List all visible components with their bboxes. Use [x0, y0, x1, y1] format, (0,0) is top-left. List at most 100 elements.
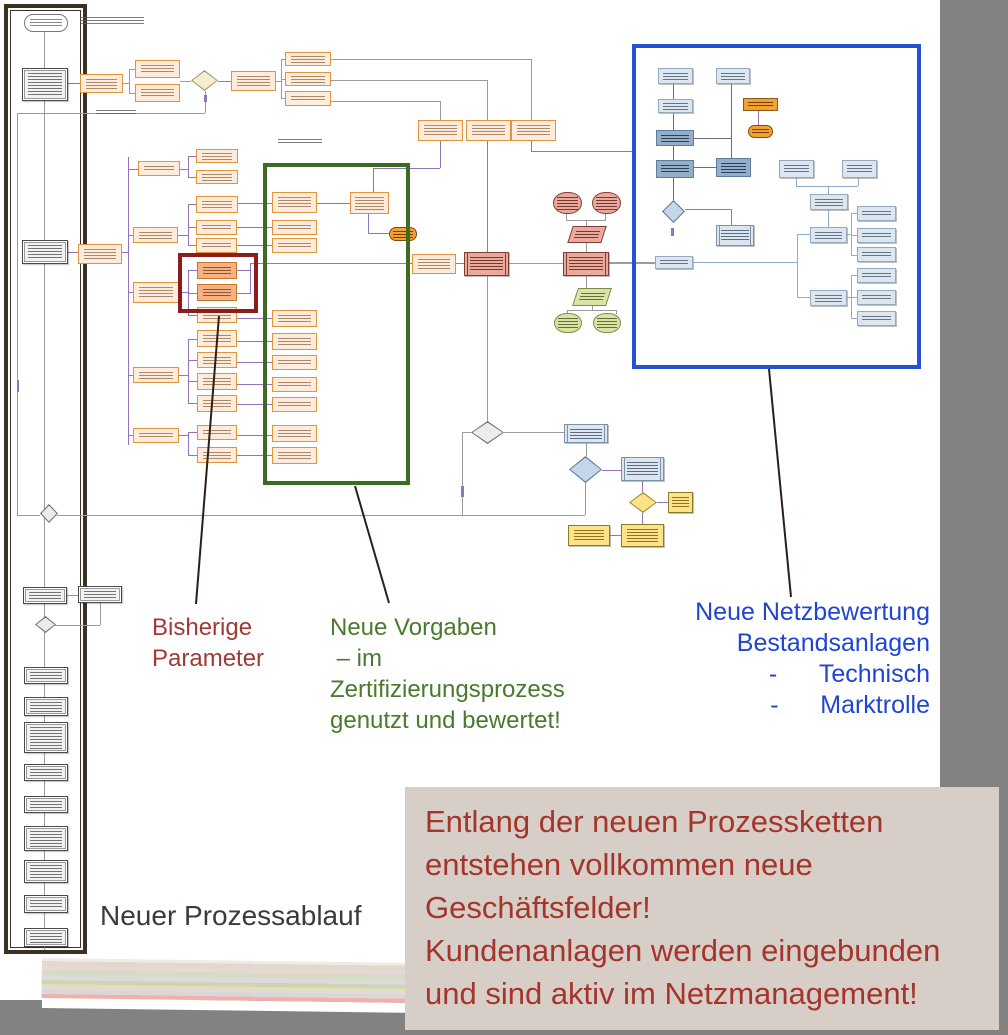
flowchart-node-peach [135, 60, 180, 78]
flowchart-node-gray3d [24, 667, 68, 684]
callout-line: Kundenanlagen werden eingebunden [425, 933, 941, 968]
flowchart-node-peach [285, 91, 331, 106]
label-line: Zertifizierungsprozess [330, 676, 565, 703]
flowchart-edge [368, 214, 369, 234]
flowchart-node-peach [197, 425, 237, 440]
flowchart-edge [851, 255, 857, 256]
flowchart-edge [331, 101, 440, 102]
flowchart-node-ltblue [857, 268, 896, 283]
highlight-previous-parameters [178, 253, 258, 313]
label-line: Bestandsanlagen [736, 629, 930, 657]
label-line: Neue Vorgaben [330, 614, 497, 641]
flowchart-node-grayD [40, 504, 58, 523]
callout-geschaeftsfelder: Entlang der neuen Prozessketten entstehe… [405, 787, 999, 1030]
flowchart-edge [797, 234, 810, 235]
flowchart-edge [851, 235, 857, 236]
flowchart-edge [846, 234, 851, 235]
flowchart-edge [368, 233, 389, 234]
flowchart-edge [487, 80, 488, 120]
flowchart-edge [128, 292, 133, 293]
flowchart-node-peach [196, 196, 238, 213]
flowchart-node-ltblue [810, 290, 847, 306]
flowchart-node-ltblue [857, 311, 896, 326]
flowchart-edge [796, 178, 797, 186]
flowchart-node-peach [197, 447, 237, 463]
flowchart-node-pillO [748, 125, 773, 138]
flowchart-edge [179, 375, 188, 376]
label-neue-netzbewertung: Neue Netzbewertung Bestandsanlagen - Tec… [600, 597, 930, 721]
flowchart-edge [731, 209, 732, 225]
flowchart-edge [178, 235, 188, 236]
flowchart-node-peach [197, 395, 237, 412]
flowchart-edge [685, 209, 731, 210]
flowchart-edge [237, 293, 250, 294]
flowchart-edge [846, 297, 851, 298]
flowchart-node-salmonSub [563, 252, 609, 276]
flowchart-edge [693, 262, 797, 263]
flowchart-node-grayD [471, 421, 504, 444]
flowchart-edge [440, 141, 441, 168]
flowchart-node-gray3d [24, 895, 68, 913]
flowchart-edge [440, 101, 441, 120]
flowchart-edge [128, 375, 133, 376]
flowchart-edge [128, 435, 133, 436]
flowchart-edge [276, 81, 281, 82]
flowchart-node-peach [197, 373, 237, 390]
flowchart-node-caption [278, 138, 322, 145]
flowchart-edge [188, 339, 189, 403]
flowchart-edge [642, 513, 643, 524]
flowchart-node-peach [138, 161, 180, 176]
flowchart-edge [188, 156, 189, 178]
flowchart-node-peach [272, 220, 317, 235]
flowchart-node-peach [272, 238, 317, 253]
flowchart-node-peach [412, 254, 456, 274]
flowchart-edge [188, 360, 197, 361]
flowchart-node-peach [133, 227, 178, 243]
flowchart-node-peach [196, 220, 237, 235]
flowchart-node-yellow [668, 492, 693, 513]
flowchart-node-ltblue [779, 160, 814, 178]
flowchart-node-gray3d [24, 928, 68, 947]
flowchart-edge [487, 276, 488, 421]
flowchart-node-ltblue [658, 99, 693, 113]
flowchart-edge [610, 535, 621, 536]
flowchart-node-peach [133, 428, 179, 443]
flowchart-edge [129, 69, 135, 70]
flowchart-edge [657, 502, 668, 503]
flowchart-node-ltblue [842, 160, 877, 178]
flowchart-node-peach [197, 352, 237, 368]
label-line: Neue Netzbewertung [695, 598, 930, 626]
flowchart-node-ltblue [658, 68, 693, 84]
flowchart-edge [179, 435, 188, 436]
flowchart-node-peach [272, 377, 317, 392]
label-neue-vorgaben: Neue Vorgaben – im Zertifizierungsprozes… [330, 612, 565, 736]
flowchart-edge [129, 69, 130, 94]
flowchart-edge [180, 81, 191, 82]
flowchart-edge [671, 228, 674, 236]
flowchart-node-salmonPar [567, 226, 607, 243]
flowchart-node-ltblue [857, 247, 896, 262]
flowchart-node-greenCyl [554, 313, 582, 333]
flowchart-edge [188, 270, 189, 315]
flowchart-edge [123, 83, 129, 84]
flowchart-node-grayD [35, 616, 56, 633]
flowchart-node-gray3d [24, 764, 68, 781]
flowchart-edge [237, 245, 272, 246]
flowchart-edge [188, 270, 197, 271]
flowchart-edge [531, 151, 632, 152]
flowchart-edge [188, 455, 197, 456]
flowchart-node-medblue [656, 160, 694, 178]
flowchart-node-gray3d [24, 826, 68, 851]
flowchart-edge [586, 220, 587, 226]
flowchart-node-caption [80, 16, 144, 25]
flowchart-edge [694, 138, 731, 139]
flowchart-edge [188, 432, 197, 433]
flowchart-edge [237, 404, 272, 405]
highlight-net-evaluation [632, 44, 921, 369]
flowchart-node-medblue [716, 158, 751, 177]
flowchart-edge [57, 515, 585, 516]
flowchart-node-peach [272, 192, 317, 213]
flowchart-edge [797, 234, 798, 298]
flowchart-edge [586, 443, 587, 456]
